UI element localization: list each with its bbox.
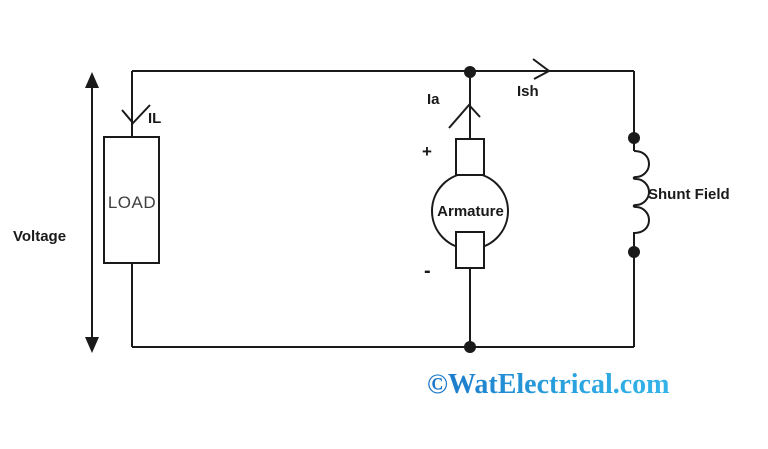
armature-current-label: Ia xyxy=(427,91,440,108)
junction-dot-bottom xyxy=(464,341,476,353)
junction-dot-field-bottom xyxy=(628,246,640,258)
junction-dot-top xyxy=(464,66,476,78)
load-box xyxy=(103,136,160,264)
armature-brush-bottom xyxy=(455,231,485,269)
positive-terminal-label: + xyxy=(422,142,432,161)
voltage-arrowhead-down-icon xyxy=(85,337,99,353)
load-label: LOAD xyxy=(107,193,157,212)
ia-arrow-icon xyxy=(448,103,481,129)
voltage-arrowhead-up-icon xyxy=(85,72,99,88)
negative-terminal-label: - xyxy=(424,260,431,282)
load-current-label: IL xyxy=(148,110,162,127)
junction-dot-field-top xyxy=(628,132,640,144)
armature-brush-top xyxy=(455,138,485,176)
shunt-current-label: Ish xyxy=(517,83,539,100)
armature-label: Armature xyxy=(437,203,504,220)
voltage-label: Voltage xyxy=(13,228,67,245)
ish-arrow-icon xyxy=(532,58,551,80)
il-arrow-icon xyxy=(121,104,151,125)
watermark: ©WatElectrical.com xyxy=(427,369,670,400)
shunt-field-coil xyxy=(632,150,651,234)
shunt-field-label: Shunt Field xyxy=(648,186,730,203)
